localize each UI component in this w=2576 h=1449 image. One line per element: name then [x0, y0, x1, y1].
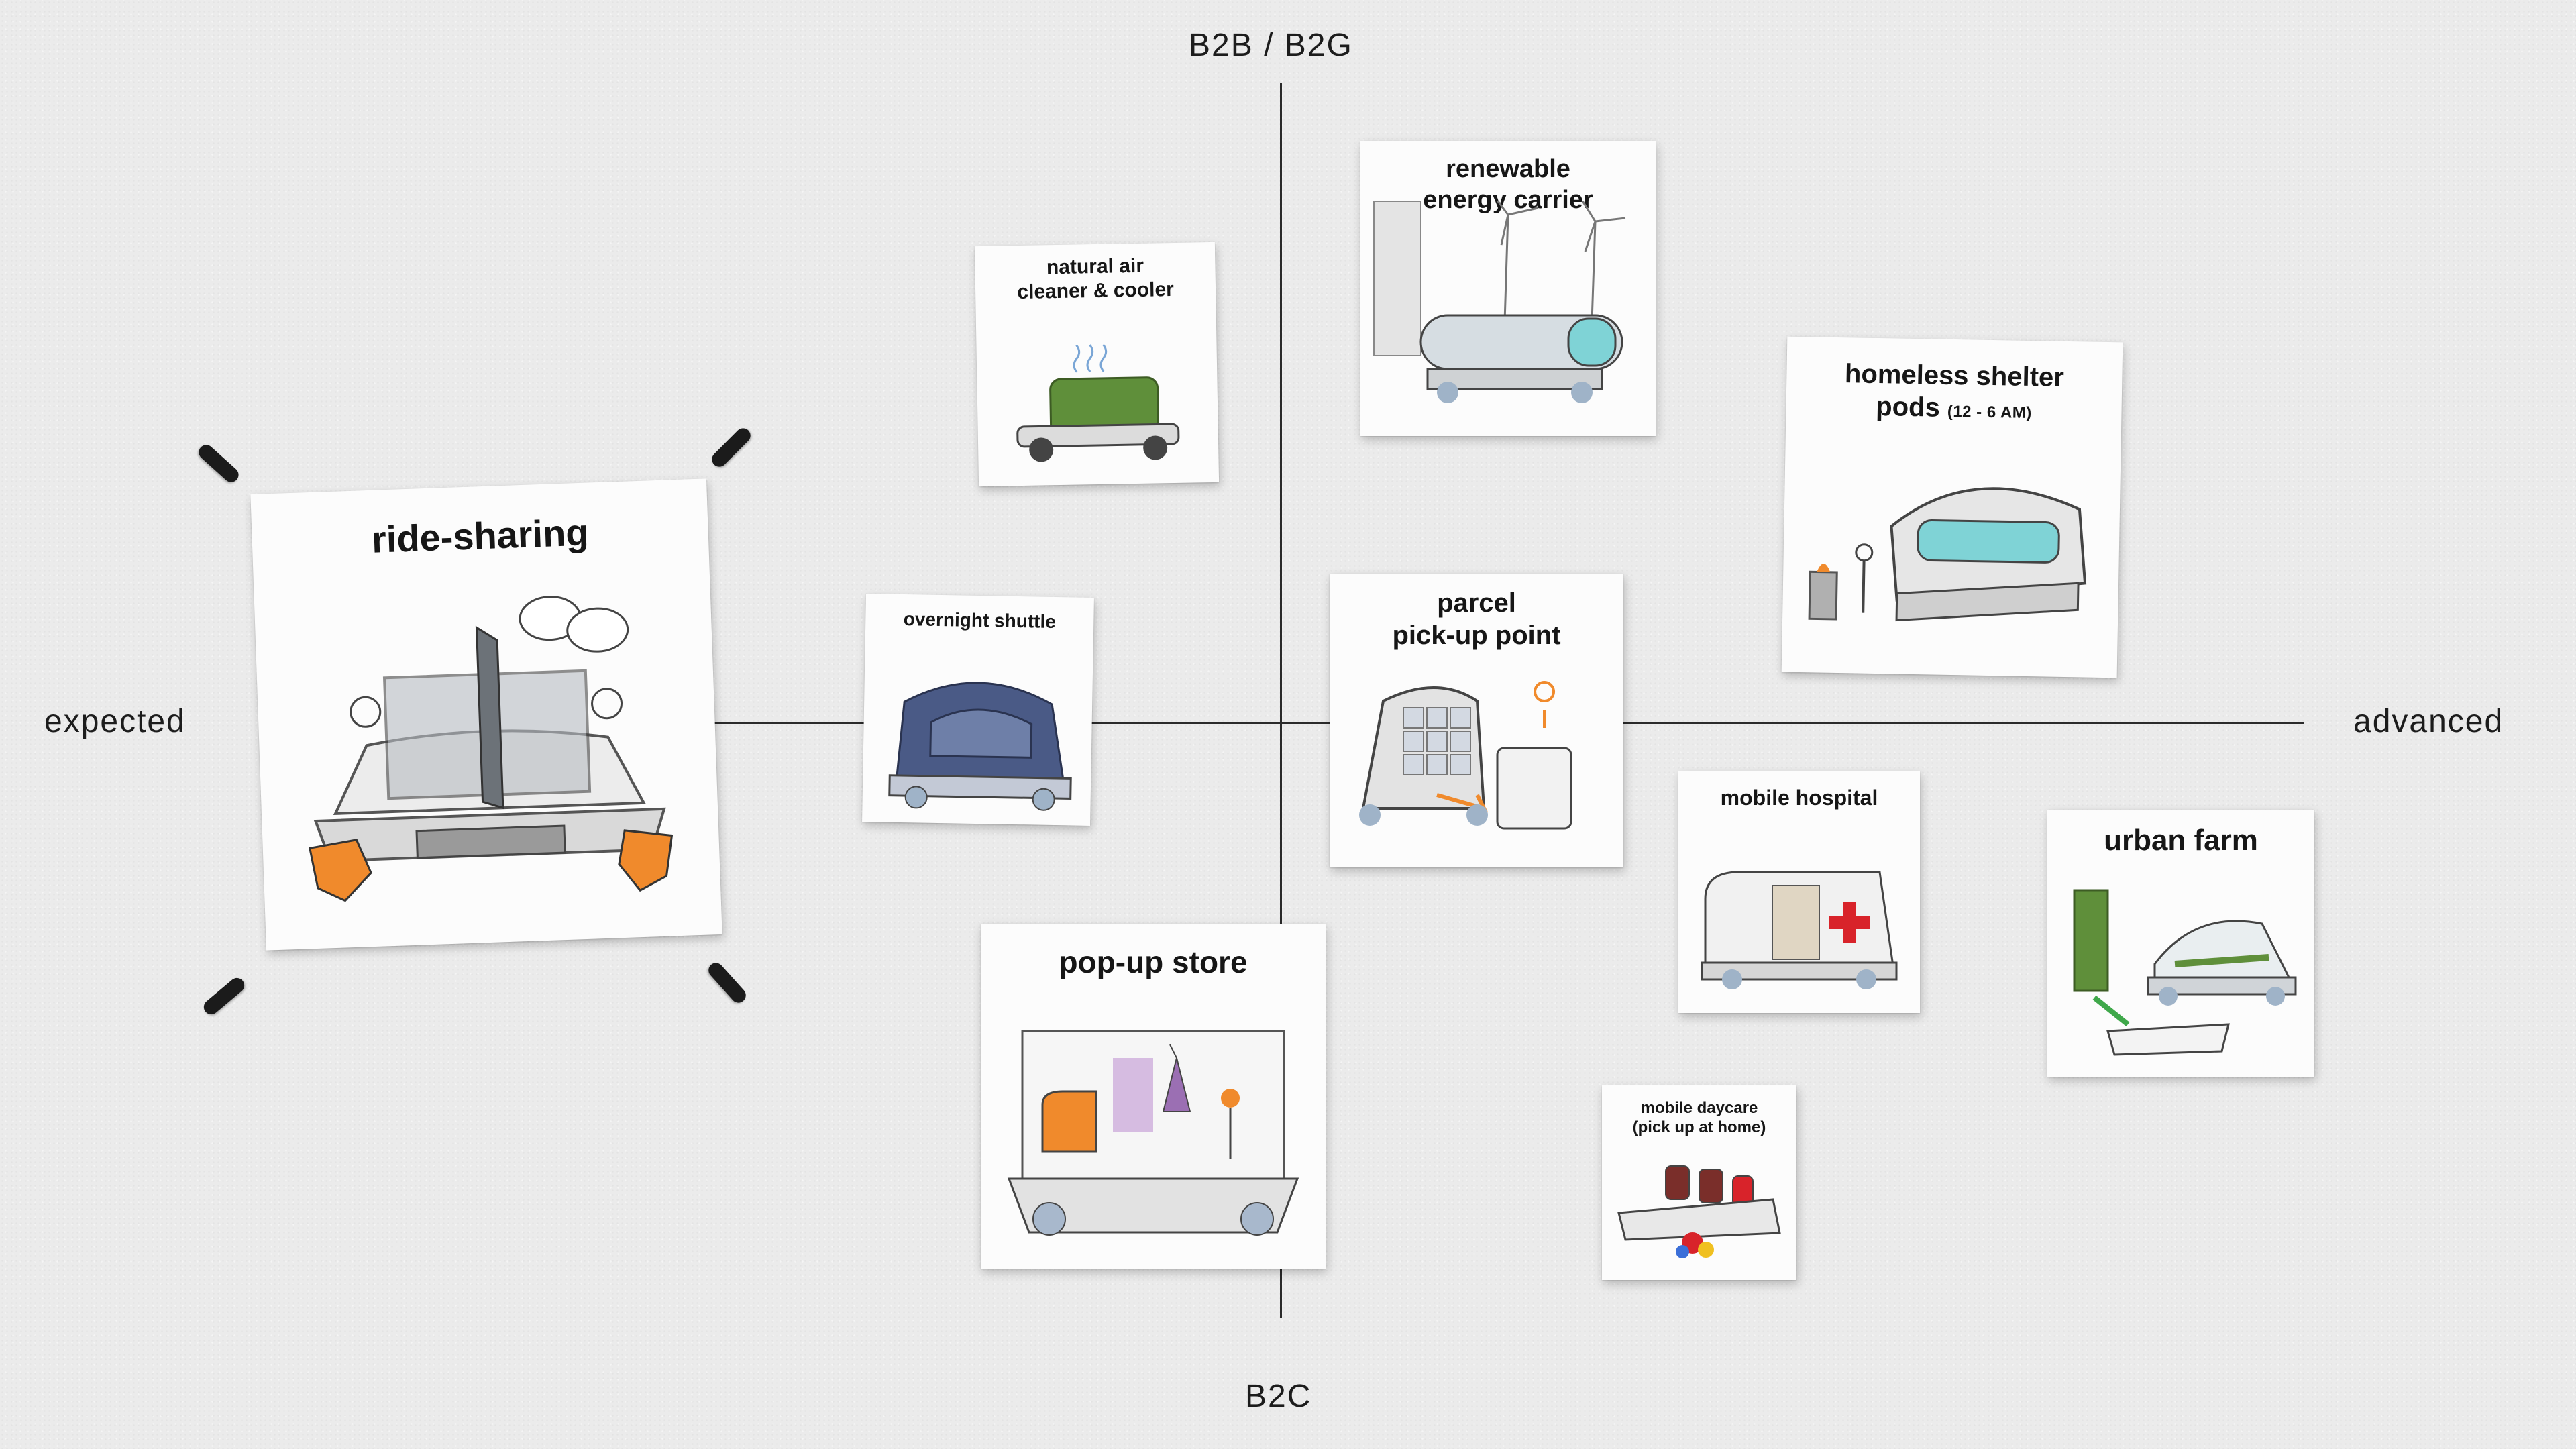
sleeping-pod-sketch-icon [1808, 487, 2087, 622]
axis-label-bottom: B2C [1245, 1379, 1312, 1414]
card-overnight-shuttle[interactable]: overnight shuttle [862, 594, 1094, 826]
ambulance-sketch-icon [1701, 871, 1898, 989]
shared-pod-sketch-icon [309, 596, 674, 902]
card-mobile-hospital[interactable]: mobile hospital [1678, 771, 1920, 1013]
card-renewable-energy-carrier[interactable]: renewable energy carrier [1360, 141, 1656, 436]
card-title: mobile daycare (pick up at home) [1632, 1099, 1766, 1136]
axis-label-top: B2B / B2G [1189, 28, 1353, 63]
card-title: mobile hospital [1720, 786, 1878, 810]
card-urban-farm[interactable]: urban farm [2047, 810, 2314, 1077]
card-title: natural air cleaner & cooler [1017, 254, 1175, 304]
card-title: parcel pick-up point [1392, 588, 1561, 650]
hydrogen-tank-sketch-icon [1373, 201, 1626, 403]
vertical-axis [1280, 83, 1282, 1318]
axis-label-right: advanced [2353, 704, 2504, 739]
card-title: overnight shuttle [903, 608, 1057, 632]
card-title: ride-sharing [370, 511, 590, 561]
tape-mark-bottom-left [201, 975, 248, 1018]
card-ride-sharing[interactable]: ride-sharing [250, 478, 722, 951]
card-title: homeless shelter pods (12 - 6 AM) [1844, 359, 2065, 423]
greenhouse-car-sketch-icon [2073, 889, 2297, 1056]
card-pop-up-store[interactable]: pop-up store [981, 924, 1326, 1269]
parcel-locker-sketch-icon [1359, 681, 1572, 830]
night-shuttle-sketch-icon [888, 682, 1072, 811]
card-title: urban farm [2104, 824, 2258, 857]
tape-mark-bottom-right [705, 959, 749, 1006]
daycare-seats-sketch-icon [1617, 1165, 1781, 1258]
tape-mark-top-left [195, 441, 242, 486]
card-title: renewable energy carrier [1423, 155, 1593, 214]
card-mobile-daycare[interactable]: mobile daycare (pick up at home) [1602, 1085, 1796, 1280]
moss-vehicle-sketch-icon [1016, 343, 1180, 462]
card-title: pop-up store [1059, 945, 1248, 979]
card-homeless-shelter-pods[interactable]: homeless shelter pods (12 - 6 AM) [1781, 336, 2123, 678]
card-parcel-pick-up-point[interactable]: parcel pick-up point [1330, 574, 1623, 867]
axis-label-left: expected [44, 704, 186, 739]
tape-mark-top-right [708, 425, 754, 470]
store-platform-sketch-icon [1007, 1030, 1299, 1236]
card-natural-air-cleaner[interactable]: natural air cleaner & cooler [974, 241, 1220, 487]
